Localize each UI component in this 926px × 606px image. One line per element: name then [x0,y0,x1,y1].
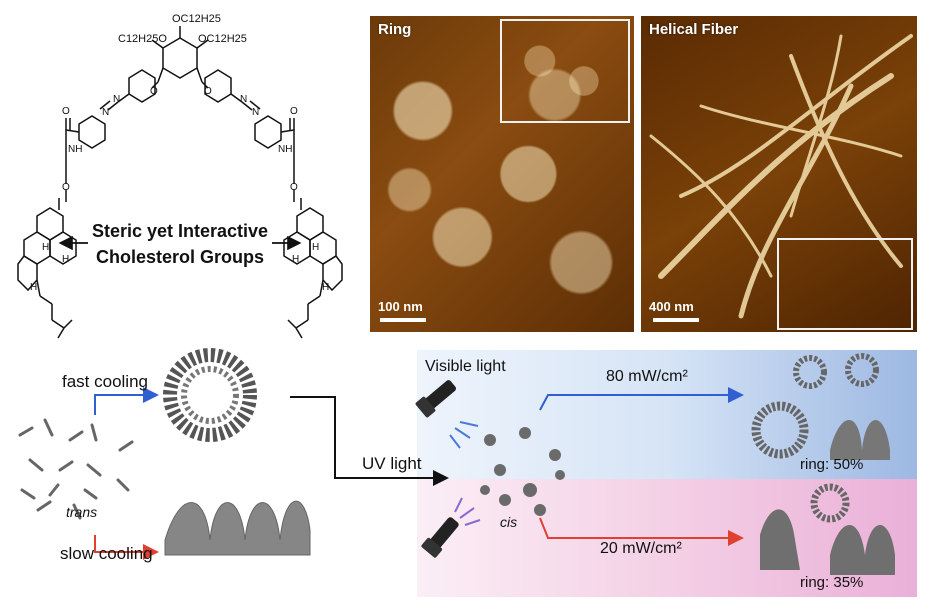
substituent-left: C12H25O [118,33,167,45]
afm-fiber-image: Helical Fiber 400 nm [641,16,917,332]
ring-assembly-large [163,348,257,442]
afm-fiber-title: Helical Fiber [649,21,739,38]
uv-light-label: UV light [362,454,422,473]
ring-low-label: ring: 35% [800,574,864,591]
substituent-top: OC12H25 [172,13,221,25]
ring-product-bottom [810,483,850,523]
ester-oxygen-left: O [62,182,70,193]
afm-ring-image: Ring 100 nm [370,16,634,332]
left-cholesterol [17,207,77,339]
low-power-label: 20 mW/cm² [600,540,682,557]
right-cholesterol [283,207,343,339]
hydrogen-left-2: H [62,254,69,265]
cis-molecules [480,427,565,516]
uv-rays [454,497,481,526]
amide-nh-left: NH [68,144,82,155]
afm-fiber-inset [777,238,913,330]
afm-ring-inset [500,19,630,123]
hydrogen-right-3: H [322,282,329,293]
oxygen-right: O [204,86,212,97]
helix-product-bottom-2 [830,525,895,575]
helix-product-bottom-1 [760,509,800,570]
cis-label: cis [500,514,518,530]
helix-assembly-large [164,500,311,556]
ester-oxygen-right: O [290,182,298,193]
cholesterol-label-line1: Steric yet Interactive [91,221,269,241]
trans-label: trans [66,504,98,520]
amide-nh-right: NH [278,144,292,155]
afm-fiber-scale-label: 400 nm [649,299,694,314]
flashlight-uv [421,517,459,558]
cholesterol-label-line2: Cholesterol Groups [95,247,265,267]
visible-light-label: Visible light [425,358,506,375]
hydrogen-right-2: H [292,254,299,265]
visible-rays [449,421,479,449]
afm-fiber-scale-bar [653,318,699,322]
oxygen-left: O [150,86,158,97]
nitrogen-left-2: N [102,107,109,118]
helix-product-top [830,420,890,460]
carbonyl-oxygen-right: O [290,106,298,117]
nitrogen-right-2: N [252,107,259,118]
hydrogen-left-3: H [30,282,37,293]
hydrogen-right-1: H [312,242,319,253]
assembly-scheme [18,348,895,575]
afm-ring-scale-bar [380,318,426,322]
high-power-label: 80 mW/cm² [606,368,688,385]
central-benzene-ring [162,37,198,79]
ring-high-label: ring: 50% [800,456,864,473]
trans-molecules [18,418,134,520]
substituent-right: OC12H25 [198,33,247,45]
fast-cooling-label: fast cooling [62,372,148,391]
ring-products-top [751,353,879,459]
nitrogen-right-1: N [240,94,247,105]
fiber-strands [649,34,913,319]
carbonyl-oxygen-left: O [62,106,70,117]
nitrogen-left-1: N [113,94,120,105]
afm-ring-scale-label: 100 nm [378,299,423,314]
molecule-structure: OC12H25 C12H25O OC12H25 O O N N N N O O … [17,13,343,339]
flashlight-visible [415,380,457,418]
cholesterol-label: Steric yet Interactive Cholesterol Group… [90,218,270,270]
afm-ring-title: Ring [378,21,412,38]
slow-cooling-label: slow cooling [60,544,153,563]
hydrogen-left-1: H [42,242,49,253]
